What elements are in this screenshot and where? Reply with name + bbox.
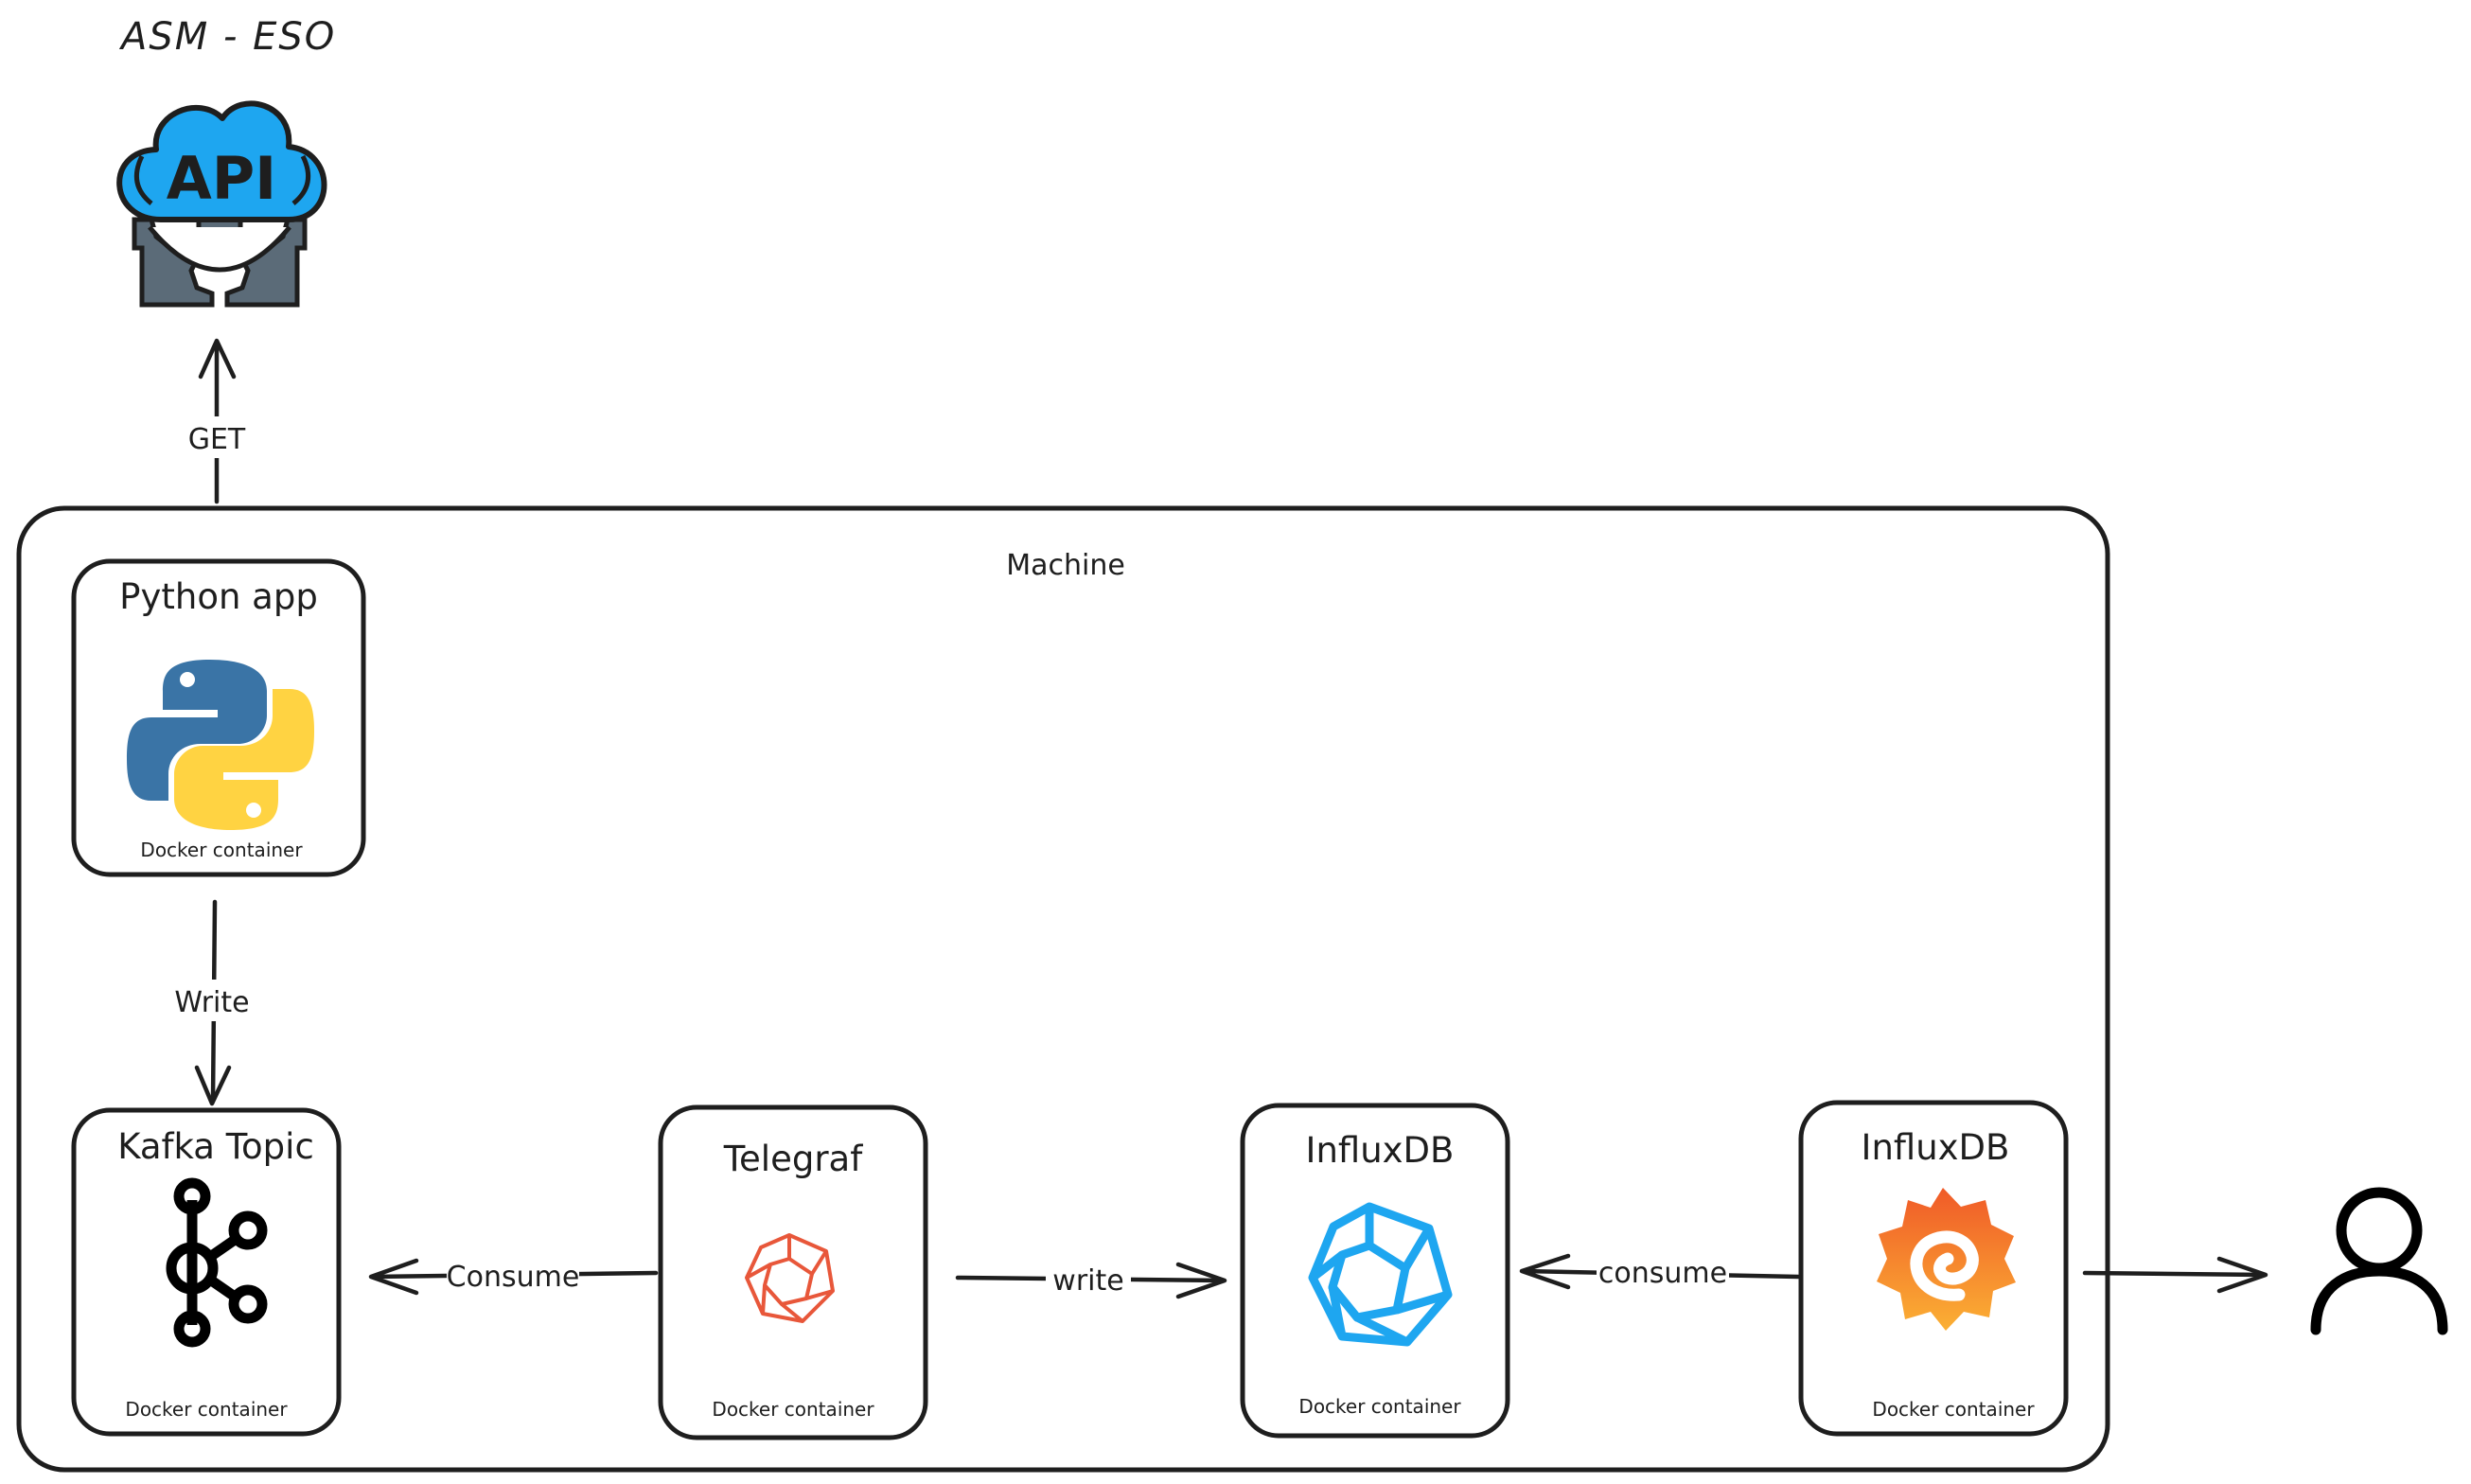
user-arrow xyxy=(2082,1256,2268,1294)
grafana-node: InfluxDB Docker container xyxy=(1798,1100,2069,1437)
grafana-node-subtitle: Docker container xyxy=(1872,1398,2035,1421)
user-icon xyxy=(2310,1187,2448,1335)
write-influx-arrow-label: write xyxy=(1052,1264,1123,1298)
telegraf-subtitle: Docker container xyxy=(712,1398,874,1421)
write-arrow-label: Write xyxy=(174,986,249,1019)
telegraf-logo-icon xyxy=(745,1233,835,1323)
kafka-logo-icon xyxy=(166,1177,268,1348)
consume-influx-arrow-label: consume xyxy=(1598,1257,1727,1290)
kafka-topic-node: Kafka Topic Docker container xyxy=(71,1107,342,1437)
telegraf-node: Telegraf Docker container xyxy=(658,1104,928,1440)
influxdb-title: InfluxDB xyxy=(1306,1130,1455,1171)
python-app-title: Python app xyxy=(119,576,318,617)
machine-label: Machine xyxy=(1006,549,1125,582)
influxdb-subtitle: Docker container xyxy=(1298,1395,1461,1418)
influxdb-logo-icon xyxy=(1308,1202,1453,1347)
kafka-topic-subtitle: Docker container xyxy=(125,1398,288,1421)
api-icon-text: API xyxy=(167,144,277,213)
diagram-title: ASM - ESO xyxy=(118,15,336,59)
grafana-logo-icon xyxy=(1877,1188,2016,1331)
get-arrow-label: GET xyxy=(188,423,246,456)
python-logo-icon xyxy=(127,660,314,830)
grafana-node-title: InfluxDB xyxy=(1862,1127,2010,1168)
python-app-node: Python app Docker container xyxy=(71,558,366,877)
kafka-topic-title: Kafka Topic xyxy=(117,1126,314,1167)
python-app-subtitle: Docker container xyxy=(140,839,303,861)
influxdb-node: InfluxDB Docker container xyxy=(1240,1103,1510,1439)
consume-arrow-label: Consume xyxy=(447,1261,580,1294)
telegraf-title: Telegraf xyxy=(723,1139,863,1179)
api-cloud-icon: API xyxy=(116,100,327,308)
machine-boundary xyxy=(16,505,2110,1473)
